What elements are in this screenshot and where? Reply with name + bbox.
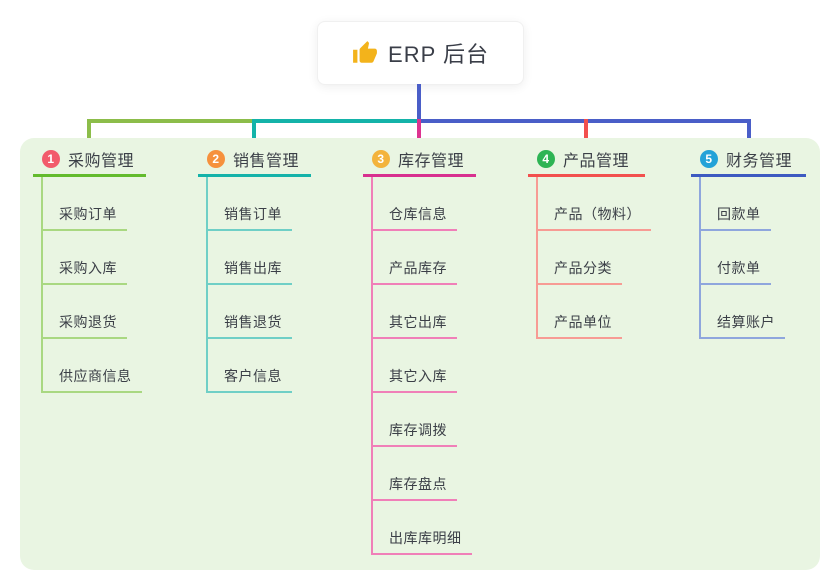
child-topic-label: 供应商信息: [43, 366, 142, 393]
child-topic-label: 仓库信息: [373, 204, 457, 231]
child-topic-label: 付款单: [701, 258, 771, 285]
child-topic[interactable]: 其它入库: [373, 339, 476, 393]
branch-topic-purchase[interactable]: 1 采购管理: [33, 144, 146, 177]
branches-panel: [20, 138, 820, 570]
child-topic-label: 采购入库: [43, 258, 127, 285]
child-topic[interactable]: 其它出库: [373, 285, 476, 339]
branch-topic-finance[interactable]: 5 财务管理: [691, 144, 806, 177]
branch-children-purchase: 采购订单采购入库采购退货供应商信息: [41, 177, 146, 393]
branch-column-inventory: 3 库存管理 仓库信息产品库存其它出库其它入库库存调拨库存盘点出库库明细: [363, 144, 476, 555]
root-topic[interactable]: ERP 后台: [317, 21, 524, 85]
branch-topic-inventory[interactable]: 3 库存管理: [363, 144, 476, 177]
child-topic-label: 回款单: [701, 204, 771, 231]
drop-line-sales: [252, 119, 256, 144]
priority-badge-2: 2: [207, 150, 225, 168]
branch-children-inventory: 仓库信息产品库存其它出库其它入库库存调拨库存盘点出库库明细: [371, 177, 476, 555]
child-topic[interactable]: 供应商信息: [43, 339, 146, 393]
branch-topic-label: 库存管理: [398, 153, 465, 170]
child-topic[interactable]: 采购订单: [43, 177, 146, 231]
priority-badge-1: 1: [42, 150, 60, 168]
child-topic[interactable]: 销售出库: [208, 231, 311, 285]
child-topic-label: 出库库明细: [373, 528, 472, 555]
child-topic-label: 库存盘点: [373, 474, 457, 501]
branch-children-sales: 销售订单销售出库销售退货客户信息: [206, 177, 311, 393]
branch-topic-sales[interactable]: 2 销售管理: [198, 144, 311, 177]
branch-topic-label: 销售管理: [233, 153, 300, 170]
child-topic-label: 采购订单: [43, 204, 127, 231]
branch-column-sales: 2 销售管理 销售订单销售出库销售退货客户信息: [198, 144, 311, 393]
child-topic[interactable]: 仓库信息: [373, 177, 476, 231]
child-topic[interactable]: 采购退货: [43, 285, 146, 339]
branch-children-finance: 回款单付款单结算账户: [699, 177, 806, 339]
priority-badge-3: 3: [372, 150, 390, 168]
child-topic[interactable]: 产品库存: [373, 231, 476, 285]
child-topic[interactable]: 产品（物料）: [538, 177, 651, 231]
child-topic-label: 产品单位: [538, 312, 622, 339]
drop-line-finance: [747, 119, 751, 144]
priority-badge-5: 5: [700, 150, 718, 168]
child-topic[interactable]: 结算账户: [701, 285, 806, 339]
child-topic[interactable]: 销售退货: [208, 285, 311, 339]
drop-line-purchase: [87, 119, 91, 144]
branch-column-finance: 5 财务管理 回款单付款单结算账户: [691, 144, 806, 339]
child-topic-label: 销售退货: [208, 312, 292, 339]
child-topic-label: 其它入库: [373, 366, 457, 393]
child-topic[interactable]: 库存盘点: [373, 447, 476, 501]
child-topic[interactable]: 库存调拨: [373, 393, 476, 447]
bus-line-segment-left: [87, 119, 254, 123]
child-topic[interactable]: 采购入库: [43, 231, 146, 285]
child-topic-label: 库存调拨: [373, 420, 457, 447]
drop-line-product: [584, 119, 588, 144]
child-topic-label: 产品分类: [538, 258, 622, 285]
root-topic-label: ERP 后台: [388, 42, 489, 67]
child-topic[interactable]: 付款单: [701, 231, 806, 285]
branch-column-product: 4 产品管理 产品（物料） 产品分类产品单位: [528, 144, 651, 339]
branch-topic-label: 采购管理: [68, 153, 135, 170]
child-topic-label: 其它出库: [373, 312, 457, 339]
child-topic-label: 产品库存: [373, 258, 457, 285]
child-topic-label: 客户信息: [208, 366, 292, 393]
root-connector-line: [417, 84, 421, 121]
child-topic[interactable]: 产品单位: [538, 285, 645, 339]
branch-topic-product[interactable]: 4 产品管理: [528, 144, 645, 177]
child-topic[interactable]: 客户信息: [208, 339, 311, 393]
priority-badge-4: 4: [537, 150, 555, 168]
branch-children-product: 产品（物料） 产品分类产品单位: [536, 177, 651, 339]
thumbs-up-icon: [353, 41, 377, 63]
child-topic-label: 结算账户: [701, 312, 785, 339]
bus-line-segment-middle: [252, 119, 421, 123]
child-topic[interactable]: 出库库明细: [373, 501, 476, 555]
child-topic[interactable]: 产品分类: [538, 231, 645, 285]
branch-column-purchase: 1 采购管理 采购订单采购入库采购退货供应商信息: [33, 144, 146, 393]
drop-line-inventory: [417, 119, 421, 144]
child-topic-label: 采购退货: [43, 312, 127, 339]
child-topic-label: 销售出库: [208, 258, 292, 285]
branch-topic-label: 产品管理: [563, 153, 630, 170]
child-topic-label: 销售订单: [208, 204, 292, 231]
child-topic[interactable]: 销售订单: [208, 177, 311, 231]
branch-topic-label: 财务管理: [726, 153, 793, 170]
child-topic[interactable]: 回款单: [701, 177, 806, 231]
child-topic-label: 产品（物料）: [538, 204, 651, 231]
